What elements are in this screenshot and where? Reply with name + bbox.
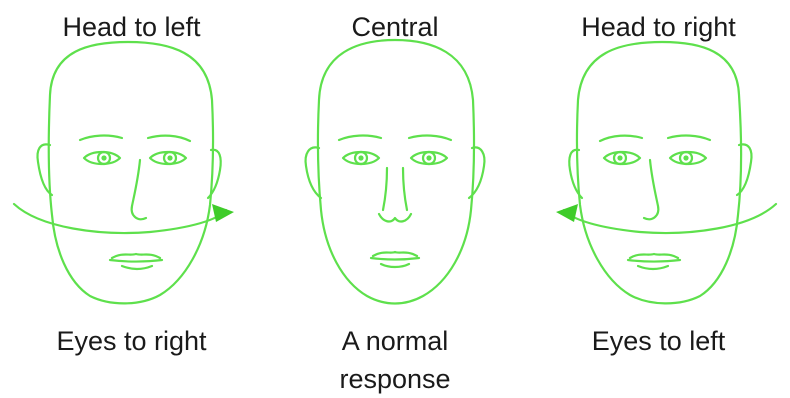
right-eye xyxy=(411,152,447,164)
right-ear xyxy=(208,150,221,198)
right-ear xyxy=(737,144,752,195)
left-iris xyxy=(98,152,110,164)
right-iris xyxy=(680,152,692,164)
rotation-arrow-curve xyxy=(14,204,226,233)
left-eyebrow xyxy=(80,136,122,140)
heading-central: Central xyxy=(263,10,527,44)
left-eyebrow xyxy=(339,136,381,140)
nose-left-side xyxy=(383,168,387,210)
arrow-head-right-icon xyxy=(212,204,234,222)
right-iris xyxy=(164,152,176,164)
right-pupil xyxy=(683,155,688,160)
caption-normal-response: A normal response xyxy=(310,322,480,398)
head-outline xyxy=(318,40,474,304)
left-iris xyxy=(614,152,626,164)
panel-central: Central A normal response xyxy=(263,0,527,398)
right-eye xyxy=(150,152,186,164)
nose xyxy=(132,160,146,219)
mouth-lower xyxy=(638,266,668,269)
left-pupil xyxy=(358,155,363,160)
right-eyebrow xyxy=(409,136,451,140)
nose-base xyxy=(379,214,411,221)
nose-right-side xyxy=(403,168,407,210)
mouth-line xyxy=(371,258,419,260)
caption-eyes-to-right: Eyes to right xyxy=(0,322,263,360)
left-ear xyxy=(38,144,53,195)
panel-head-to-right: Head to right Eyes to left xyxy=(527,0,790,398)
mouth-upper xyxy=(112,254,160,258)
mouth-line xyxy=(110,260,162,262)
left-pupil xyxy=(101,155,106,160)
panel-head-to-left: Head to left Eyes to right xyxy=(0,0,263,398)
left-iris xyxy=(355,152,367,164)
left-ear xyxy=(569,150,582,198)
nose xyxy=(644,160,658,219)
right-eyebrow xyxy=(668,136,710,140)
left-ear xyxy=(306,147,321,198)
head-outline xyxy=(577,42,741,303)
left-eyebrow xyxy=(600,136,642,141)
heading-head-to-right: Head to right xyxy=(527,10,790,44)
caption-eyes-to-left: Eyes to left xyxy=(527,322,790,360)
right-eyebrow xyxy=(148,136,190,141)
left-eye xyxy=(604,152,640,164)
right-eye xyxy=(670,152,706,164)
left-pupil xyxy=(617,155,622,160)
head-outline xyxy=(49,42,213,303)
mouth-line xyxy=(628,260,680,262)
right-iris xyxy=(423,152,435,164)
mouth-upper xyxy=(373,252,417,256)
mouth-lower xyxy=(122,266,152,269)
left-eye xyxy=(343,152,379,164)
mouth-upper xyxy=(630,254,678,258)
right-pupil xyxy=(167,155,172,160)
arrow-head-left-icon xyxy=(556,204,578,222)
mouth-lower xyxy=(381,264,409,267)
right-ear xyxy=(469,147,484,198)
right-pupil xyxy=(426,155,431,160)
left-eye xyxy=(84,152,120,164)
heading-head-to-left: Head to left xyxy=(0,10,263,44)
rotation-arrow-curve xyxy=(564,204,776,233)
